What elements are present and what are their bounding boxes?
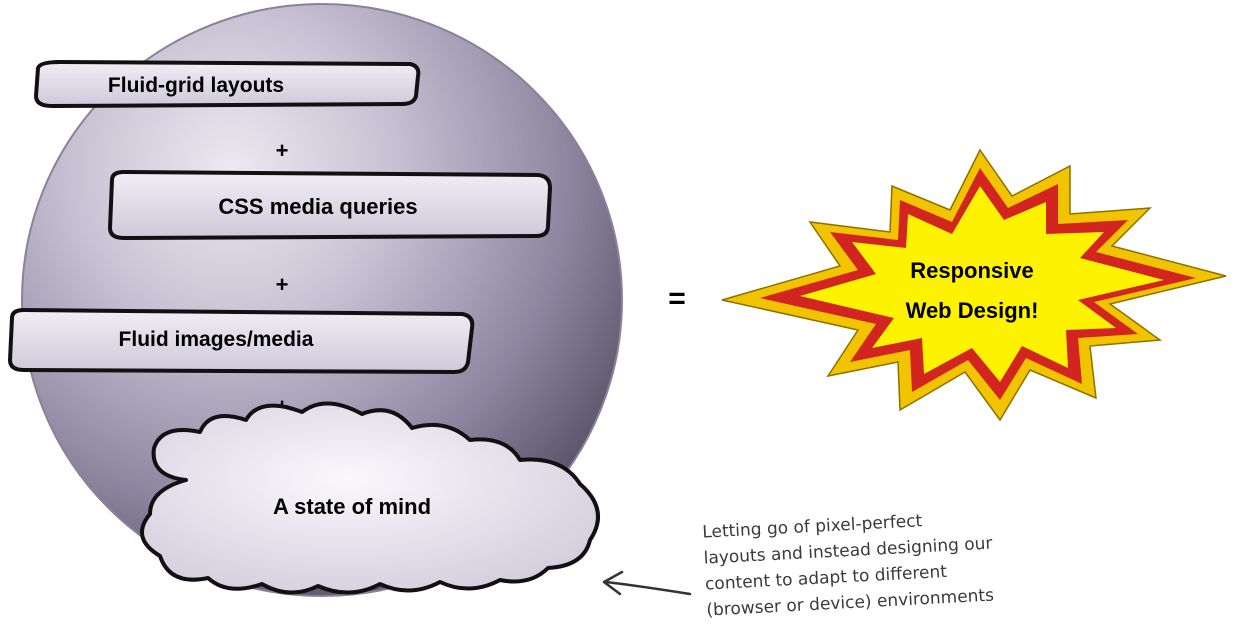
item-css-media-queries: CSS media queries [108,170,552,240]
item-state-of-mind-cloud: A state of mind [140,401,600,595]
plus-sign-1: + [276,138,289,163]
item-label-fluid-grid-layouts: Fluid-grid layouts [108,74,284,97]
result-line-1: Responsive [910,258,1034,283]
item-label-state-of-mind: A state of mind [273,494,431,519]
equals-sign: = [668,282,686,315]
plus-sign-2: + [276,272,289,297]
item-label-fluid-images-media: Fluid images/media [119,328,314,351]
annotation-note: Letting go of pixel-perfect layouts and … [702,511,995,620]
item-fluid-images-media: Fluid images/media [8,308,475,374]
result-starburst: Responsive Web Design! [721,148,1227,422]
item-fluid-grid-layouts: Fluid-grid layouts [34,60,421,108]
starburst-inner [800,186,1164,382]
item-label-css-media-queries: CSS media queries [218,194,417,219]
annotation-arrow [602,570,692,596]
result-line-2: Web Design! [906,298,1039,323]
